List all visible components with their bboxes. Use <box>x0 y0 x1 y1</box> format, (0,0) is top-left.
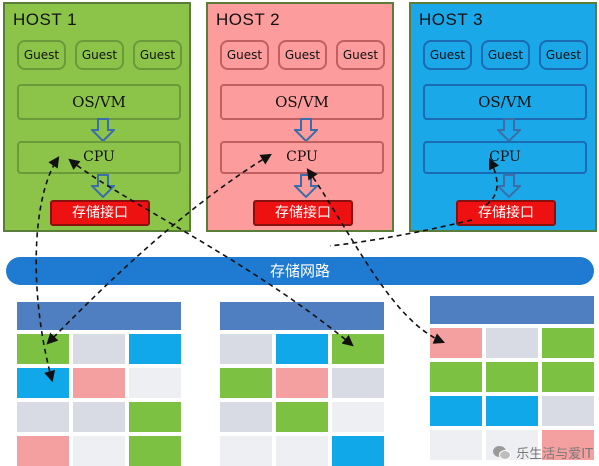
storage-block <box>276 402 328 432</box>
storage-block <box>542 396 594 426</box>
guest-box: Guest <box>17 40 66 70</box>
guest-box: Guest <box>423 40 472 70</box>
storage-block <box>332 402 384 432</box>
storage-array-1 <box>17 302 181 466</box>
storage-block <box>73 436 125 466</box>
storage-block <box>73 402 125 432</box>
storage-block <box>542 362 594 392</box>
guest-box: Guest <box>539 40 588 70</box>
storage-block <box>430 328 482 358</box>
storage-block <box>430 396 482 426</box>
array-header <box>430 296 594 324</box>
cpu-layer: CPU <box>220 141 384 174</box>
guest-box: Guest <box>133 40 182 70</box>
down-arrow-icon <box>91 118 115 142</box>
wechat-icon <box>493 445 512 460</box>
storage-interface: 存储接口 <box>456 200 556 226</box>
storage-block <box>276 334 328 364</box>
watermark-text: 乐生活与爱IT <box>516 447 593 462</box>
guest-box: Guest <box>220 40 269 70</box>
storage-block <box>332 334 384 364</box>
down-arrow-icon <box>91 174 115 198</box>
storage-block <box>486 396 538 426</box>
storage-block <box>220 402 272 432</box>
down-arrow-icon <box>497 174 521 198</box>
host-3: HOST 3 Guest Guest Guest OS/VM CPU 存储接口 <box>409 2 597 232</box>
guest-box: Guest <box>481 40 530 70</box>
array-header <box>17 302 181 330</box>
storage-interface: 存储接口 <box>50 200 150 226</box>
os-vm-layer: OS/VM <box>423 84 587 120</box>
os-vm-layer: OS/VM <box>220 84 384 120</box>
storage-block <box>332 436 384 466</box>
storage-block <box>17 436 69 466</box>
host-1: HOST 1 Guest Guest Guest OS/VM CPU 存储接口 <box>3 2 191 232</box>
storage-block <box>17 402 69 432</box>
storage-block <box>332 368 384 398</box>
down-arrow-icon <box>294 174 318 198</box>
watermark: 乐生活与爱IT <box>492 443 593 462</box>
down-arrow-icon <box>294 118 318 142</box>
array-grid <box>17 334 181 466</box>
array-header <box>220 302 384 330</box>
storage-block <box>276 436 328 466</box>
host-title: HOST 2 <box>216 10 281 29</box>
down-arrow-icon <box>497 118 521 142</box>
storage-block <box>220 436 272 466</box>
storage-block <box>129 402 181 432</box>
storage-block <box>486 362 538 392</box>
storage-block <box>276 368 328 398</box>
guest-box: Guest <box>278 40 327 70</box>
array-grid <box>220 334 384 466</box>
storage-block <box>542 328 594 358</box>
os-vm-layer: OS/VM <box>17 84 181 120</box>
host-title: HOST 1 <box>13 10 78 29</box>
storage-block <box>73 368 125 398</box>
cpu-layer: CPU <box>423 141 587 174</box>
storage-block <box>129 436 181 466</box>
storage-block <box>220 334 272 364</box>
storage-block <box>220 368 272 398</box>
storage-block <box>486 430 538 460</box>
host-2: HOST 2 Guest Guest Guest OS/VM CPU 存储接口 <box>206 2 394 232</box>
storage-network-bar: 存储网路 <box>6 257 594 285</box>
storage-array-3 <box>430 296 594 460</box>
guest-box: Guest <box>336 40 385 70</box>
guest-box: Guest <box>75 40 124 70</box>
storage-block <box>129 334 181 364</box>
cpu-layer: CPU <box>17 141 181 174</box>
storage-array-2 <box>220 302 384 466</box>
storage-block <box>17 368 69 398</box>
storage-block <box>73 334 125 364</box>
host-title: HOST 3 <box>419 10 484 29</box>
storage-block <box>486 328 538 358</box>
storage-block <box>17 334 69 364</box>
storage-block <box>129 368 181 398</box>
storage-block <box>430 430 482 460</box>
storage-interface: 存储接口 <box>253 200 353 226</box>
storage-block <box>542 430 594 460</box>
storage-block <box>430 362 482 392</box>
array-grid <box>430 328 594 460</box>
